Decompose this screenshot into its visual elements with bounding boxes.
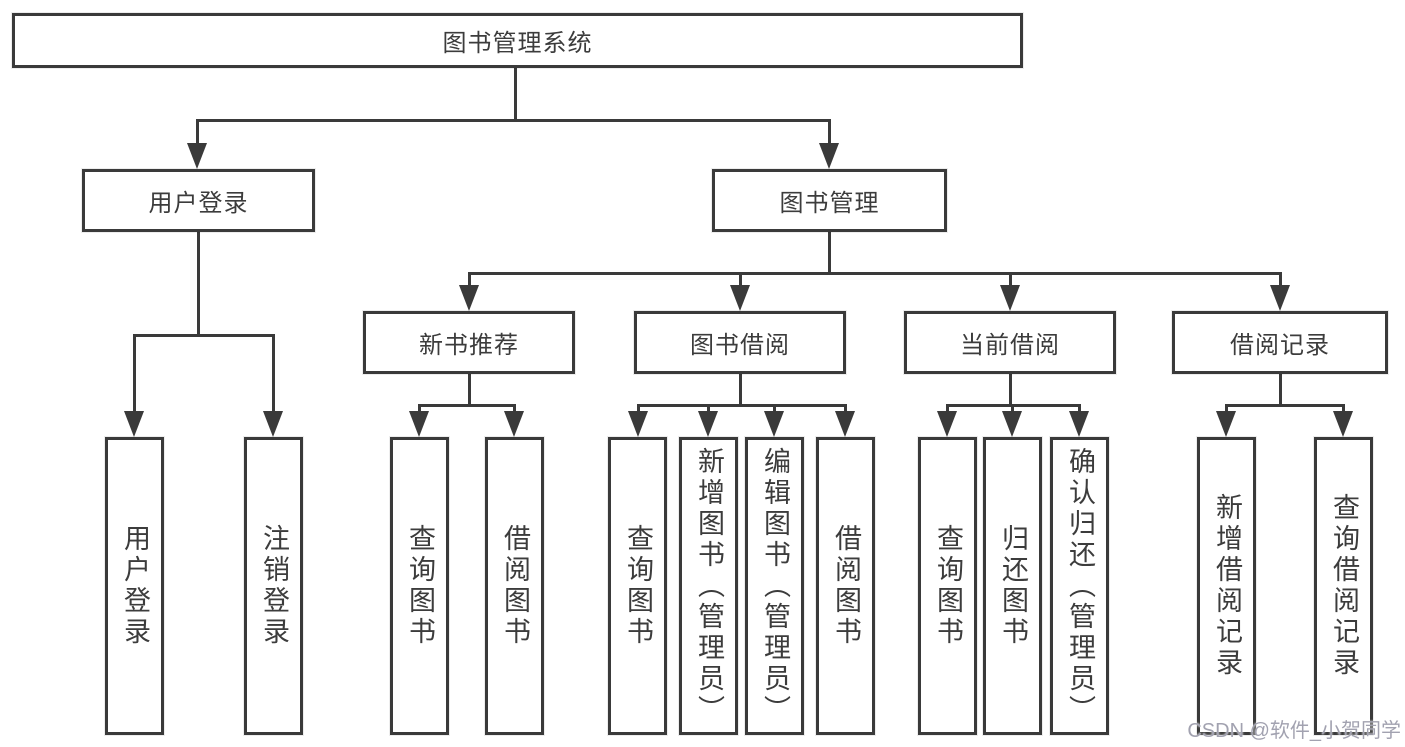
leaf-query-borrow-record: 查询借阅记录 [1314,437,1373,735]
leaf-label: 查询图书 [933,524,963,648]
arrowhead-down-icon [1069,411,1089,437]
arrowhead-down-icon [764,411,784,437]
leaf-edit-book-admin: 编辑图书（管理员） [745,437,804,735]
arrowhead-down-icon [698,411,718,437]
connector-segment [133,334,275,337]
connector-segment [844,404,847,414]
leaf-label: 确认归还（管理员） [1065,446,1095,726]
connector-segment [197,119,831,122]
connector-segment [196,119,199,147]
connector-segment [468,272,471,288]
node-library-management-system: 图书管理系统 [12,13,1023,68]
connector-segment [418,404,421,414]
connector-segment [1009,272,1012,288]
connector-segment [773,404,776,414]
leaf-query-books-borrowing: 查询图书 [608,437,667,735]
leaf-label: 查询图书 [623,524,653,648]
connector-segment [637,404,640,414]
connector-segment [468,374,471,406]
leaf-user-login: 用户登录 [105,437,164,735]
leaf-logout: 注销登录 [244,437,303,735]
watermark: CSDN @软件_小贺同学 [1187,720,1401,742]
connector-segment [1078,404,1081,414]
leaf-borrow-books-borrowing: 借阅图书 [816,437,875,735]
arrowhead-down-icon [504,411,524,437]
leaf-borrow-books-recommend: 借阅图书 [485,437,544,735]
connector-segment [1342,404,1345,414]
connector-segment [739,374,742,406]
leaf-confirm-return-admin: 确认归还（管理员） [1050,437,1109,735]
leaf-label: 新增借阅记录 [1212,493,1242,679]
connector-segment [418,404,516,407]
arrowhead-down-icon [263,411,283,437]
connector-segment [1009,374,1012,406]
arrowhead-down-icon [628,411,648,437]
arrowhead-down-icon [1002,411,1022,437]
connector-segment [514,68,517,121]
arrowhead-down-icon [1270,285,1290,311]
leaf-label: 新增图书（管理员） [694,446,724,726]
node-book-management: 图书管理 [712,169,947,232]
leaf-label: 用户登录 [120,524,150,648]
arrowhead-down-icon [1216,411,1236,437]
node-borrowing-records: 借阅记录 [1172,311,1388,374]
arrowhead-down-icon [937,411,957,437]
leaf-add-borrow-record: 新增借阅记录 [1197,437,1256,735]
leaf-query-books-current: 查询图书 [918,437,977,735]
leaf-label: 查询图书 [405,524,435,648]
connector-segment [197,232,200,336]
connector-segment [513,404,516,414]
leaf-query-books-recommend: 查询图书 [390,437,449,735]
connector-segment [1011,404,1014,414]
arrowhead-down-icon [819,143,839,169]
leaf-label: 查询借阅记录 [1329,493,1359,679]
node-label: 借阅记录 [1230,332,1330,359]
arrowhead-down-icon [459,285,479,311]
connector-segment [1279,374,1282,406]
node-user-login: 用户登录 [82,169,315,232]
leaf-label: 编辑图书（管理员） [760,446,790,726]
connector-segment [946,404,949,414]
node-label: 图书管理 [779,190,880,217]
connector-segment [828,119,831,147]
connector-segment [1225,404,1228,414]
connector-segment [133,334,136,414]
node-label: 图书借阅 [690,332,790,359]
connector-segment [707,404,710,414]
node-label: 用户登录 [148,190,249,217]
connector-segment [1279,272,1282,288]
arrowhead-down-icon [730,285,750,311]
connector-segment [739,272,742,288]
leaf-return-books: 归还图书 [983,437,1042,735]
node-label: 图书管理系统 [442,30,593,57]
connector-segment [272,334,275,414]
node-new-book-recommendation: 新书推荐 [363,311,575,374]
leaf-label: 归还图书 [998,524,1028,648]
connector-segment [1225,404,1345,407]
node-current-borrowing: 当前借阅 [904,311,1116,374]
connector-segment [637,404,847,407]
leaf-label: 借阅图书 [500,524,530,648]
arrowhead-down-icon [835,411,855,437]
leaf-add-book-admin: 新增图书（管理员） [679,437,738,735]
arrowhead-down-icon [124,411,144,437]
node-label: 新书推荐 [419,332,519,359]
leaf-label: 注销登录 [259,524,289,648]
node-book-borrowing: 图书借阅 [634,311,846,374]
arrowhead-down-icon [187,143,207,169]
leaf-label: 借阅图书 [831,524,861,648]
connector-segment [828,232,831,274]
node-label: 当前借阅 [960,332,1060,359]
arrowhead-down-icon [1333,411,1353,437]
arrowhead-down-icon [1000,285,1020,311]
connector-segment [468,272,1282,275]
arrowhead-down-icon [409,411,429,437]
